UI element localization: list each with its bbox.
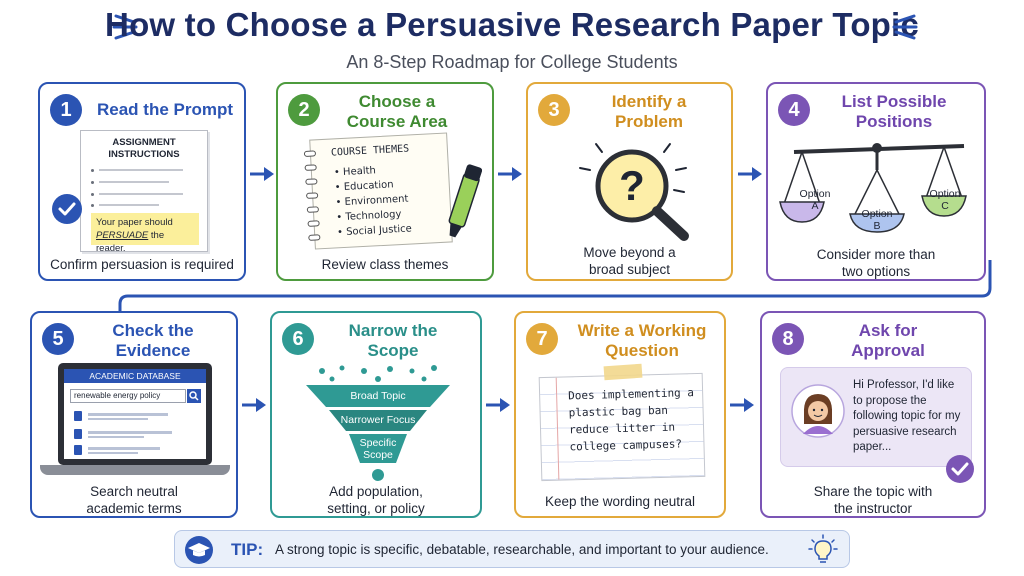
approval-check-icon (946, 455, 974, 483)
step-card-read-prompt: 1 Read the Prompt ASSIGNMENT INSTRUCTION… (38, 82, 246, 281)
working-question-text: Does implementing a plastic bag ban redu… (567, 386, 695, 454)
funnel-narrower-focus: Narrower Focus (340, 414, 416, 426)
step-caption: Keep the wording neutral (544, 494, 696, 509)
question-note-paper: Does implementing a plastic bag ban redu… (538, 372, 706, 482)
graduation-cap-icon (185, 536, 213, 564)
highlighter-icon (448, 164, 482, 238)
page-title: How to Choose a Persuasive Research Pape… (105, 6, 919, 43)
lightbulb-icon (808, 534, 838, 563)
laptop-base (40, 465, 230, 475)
notebook-item: • Health (333, 165, 377, 179)
laptop-icon: ACADEMIC DATABASE renewable energy polic… (58, 363, 212, 465)
tape-decoration (603, 363, 643, 381)
step-caption: Confirm persuasion is required (50, 257, 234, 272)
notebook-item: • Environment (335, 193, 409, 209)
chat-message-text: Hi Professor, I'd like to propose the fo… (853, 379, 961, 453)
doc-title-line: ASSIGNMENT (112, 137, 176, 148)
notebook-item: • Education (334, 179, 394, 194)
search-icon (187, 389, 201, 403)
student-avatar-icon (791, 384, 845, 438)
svg-text:?: ? (619, 162, 645, 209)
step-caption: Review class themes (321, 257, 449, 272)
database-search-input: renewable energy policy (70, 389, 186, 403)
tip-text: A strong topic is specific, debatable, r… (275, 542, 769, 557)
step-number-badge: 2 (288, 94, 320, 126)
funnel-broad-topic: Broad Topic (350, 390, 406, 402)
chat-message-bubble: Hi Professor, I'd like to propose the fo… (780, 367, 972, 467)
tip-banner: TIP: A strong topic is specific, debatab… (174, 530, 850, 568)
tip-label: TIP: (231, 540, 264, 559)
assignment-document-icon: ASSIGNMENT INSTRUCTIONS Your paper shoul… (80, 130, 208, 254)
step-title: Read the Prompt (96, 100, 234, 119)
database-header: ACADEMIC DATABASE (64, 369, 206, 383)
checkmark-icon (52, 194, 82, 224)
magnifying-question-icon: ? (579, 143, 689, 241)
step-number-badge: 1 (50, 94, 82, 126)
step-number-badge: 3 (538, 94, 570, 126)
funnel-icon (306, 365, 450, 481)
notebook-item: • Technology (336, 208, 402, 224)
notebook-title: COURSE THEMES (330, 143, 410, 159)
notebook-item: • Social Justice (336, 223, 413, 239)
doc-title-line: INSTRUCTIONS (108, 149, 180, 160)
step-caption: Add population,setting, or policy (327, 484, 425, 516)
step-number-badge: 4 (778, 94, 810, 126)
notebook-icon: COURSE THEMES • Health • Education • Env… (303, 132, 453, 250)
step-number-badge: 7 (526, 323, 558, 355)
left-burst-icon (112, 14, 138, 40)
step-number-badge: 6 (282, 323, 314, 355)
page-subtitle: An 8-Step Roadmap for College Students (346, 52, 678, 72)
highlighted-note: Your paper should PERSUADE the reader. (91, 213, 199, 254)
step-number-badge: 5 (42, 323, 74, 355)
balance-scale-icon (779, 143, 967, 233)
step-number-badge: 8 (772, 323, 804, 355)
right-burst-icon (892, 14, 918, 40)
result-list (74, 411, 172, 455)
